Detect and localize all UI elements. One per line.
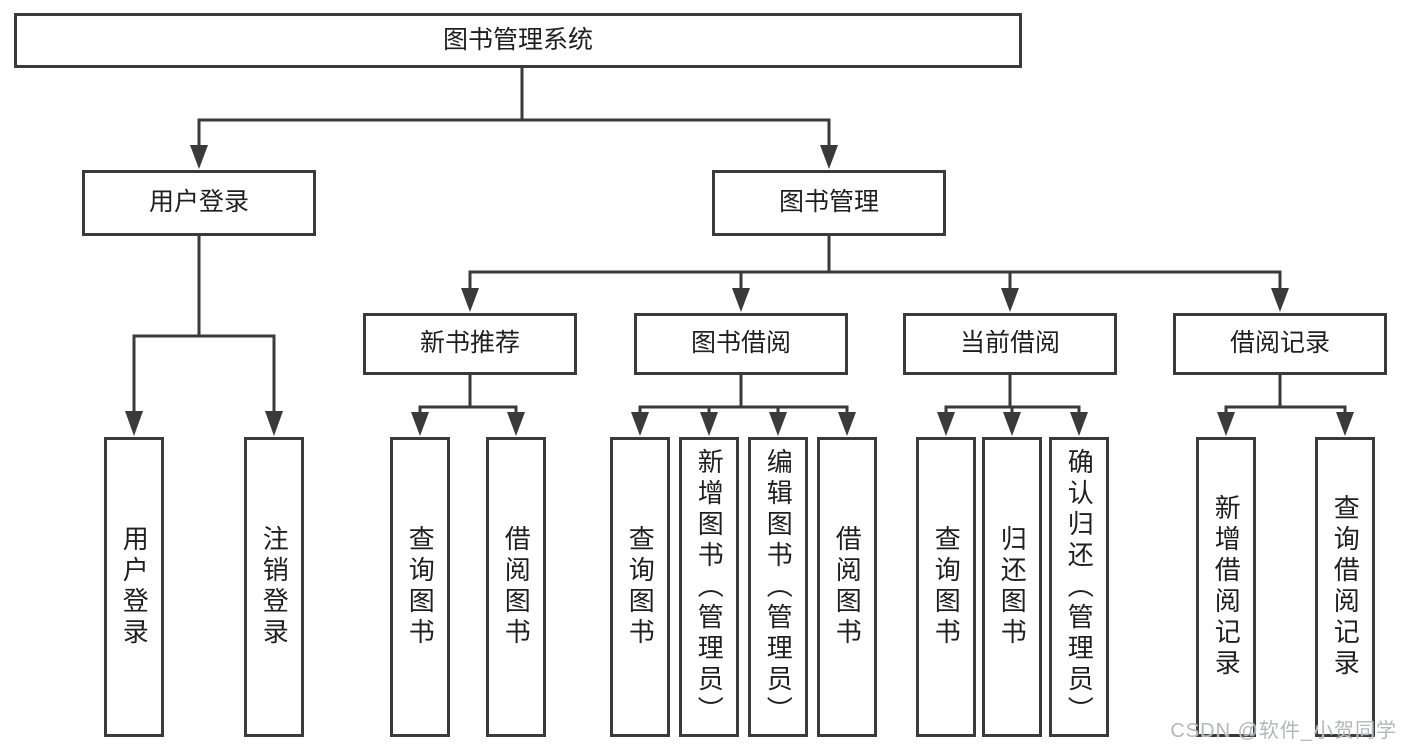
leaf-confirm-return-admin: 确认归还（管理员）: [1049, 437, 1109, 737]
leaf-add-borrow-record: 新增借阅记录: [1196, 437, 1256, 737]
arrowhead-icon: [700, 412, 718, 436]
arrowhead-icon: [937, 412, 955, 436]
leaf-query-book-borrow: 查询图书: [610, 437, 670, 737]
arrowheads: [125, 145, 1354, 436]
arrowhead-icon: [507, 412, 525, 436]
arrowhead-icon: [1336, 412, 1354, 436]
node-user-login: 用户登录: [82, 170, 316, 236]
arrowhead-icon: [411, 412, 429, 436]
leaf-borrow-book-recommend: 借阅图书: [486, 437, 546, 737]
arrowhead-icon: [1217, 412, 1235, 436]
leaf-user-login: 用户登录: [104, 437, 164, 737]
connector-path: [132, 68, 1347, 414]
leaf-query-book-current: 查询图书: [916, 437, 976, 737]
leaf-query-borrow-record: 查询借阅记录: [1315, 437, 1375, 737]
arrowhead-icon: [125, 411, 143, 436]
arrowhead-icon: [631, 412, 649, 436]
leaf-edit-book-admin: 编辑图书（管理员）: [748, 437, 808, 737]
arrowhead-icon: [461, 288, 479, 312]
leaf-add-book-admin: 新增图书（管理员）: [679, 437, 739, 737]
node-book-management: 图书管理: [712, 170, 946, 236]
arrowhead-icon: [732, 288, 750, 312]
node-root: 图书管理系统: [14, 13, 1022, 68]
leaf-logout: 注销登录: [244, 437, 304, 737]
arrowhead-icon: [820, 145, 838, 169]
leaf-return-book: 归还图书: [982, 437, 1042, 737]
arrowhead-icon: [1070, 412, 1088, 436]
arrowhead-icon: [190, 145, 208, 169]
arrowhead-icon: [1001, 288, 1019, 312]
arrowhead-icon: [838, 412, 856, 436]
arrowhead-icon: [265, 411, 283, 436]
node-book-borrow: 图书借阅: [634, 313, 848, 375]
leaf-borrow-book: 借阅图书: [817, 437, 877, 737]
leaf-query-book-recommend: 查询图书: [390, 437, 450, 737]
watermark: CSDN @软件_小贺同学: [1170, 720, 1397, 742]
node-borrow-record: 借阅记录: [1173, 313, 1387, 375]
arrowhead-icon: [1003, 412, 1021, 436]
node-current-borrow: 当前借阅: [903, 313, 1117, 375]
arrowhead-icon: [1271, 288, 1289, 312]
node-new-book-recommend: 新书推荐: [363, 313, 577, 375]
arrowhead-icon: [769, 412, 787, 436]
